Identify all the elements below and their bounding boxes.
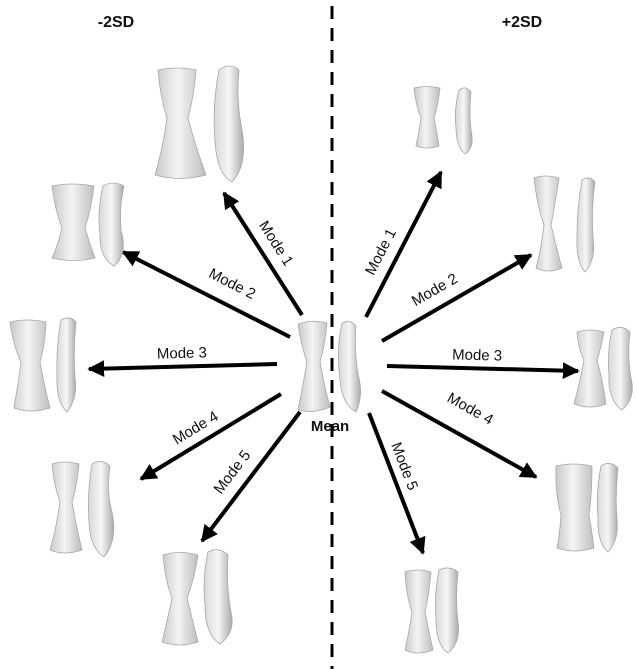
bone-pair-mode5-minus [162,550,232,645]
label-mode1-minus: Mode 1 [255,218,296,269]
arrow-mode3-minus [89,364,277,369]
label-mode5-minus: Mode 5 [211,447,255,497]
header-minus-2sd: -2SD [98,14,134,31]
bone-pair-mode1-minus [155,66,244,182]
mean-label: Mean [311,418,349,435]
bone-pair-mode2-minus [52,183,124,266]
bone-pair-mean [298,321,361,412]
label-mode3-plus: Mode 3 [452,346,502,364]
bone-pair-mode5-plus [405,568,459,653]
bone-pair-mode3-plus [574,327,632,410]
bone-pair-mode4-plus [556,463,618,552]
bone-pair-mode3-minus [10,318,76,412]
arrow-mode2-plus [382,255,531,341]
label-mode4-plus: Mode 4 [444,389,496,428]
label-mode2-plus: Mode 2 [409,270,461,310]
label-mode3-minus: Mode 3 [157,344,207,362]
label-mode4-minus: Mode 4 [170,408,222,449]
arrow-mode2-minus [123,252,290,337]
arrow-mode3-plus [387,366,578,371]
label-mode5-plus: Mode 5 [387,440,421,493]
label-mode1-plus: Mode 1 [362,226,400,278]
header-plus-2sd: +2SD [502,14,542,31]
bone-pair-mode2-plus [534,176,595,272]
bone-pair-mode1-plus [414,87,472,155]
bone-pair-mode4-minus [50,461,114,557]
